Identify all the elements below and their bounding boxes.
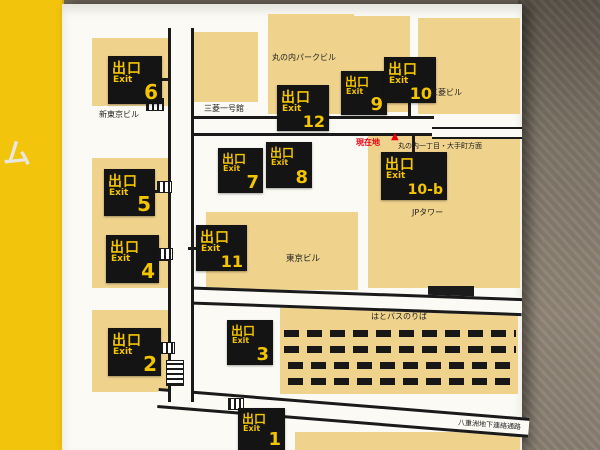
exit-number: 7 (246, 172, 259, 193)
exit-label-en: Exit (113, 347, 133, 357)
exit-label-jp: 出口 (281, 90, 311, 106)
building-label: 新東京ビル (99, 110, 139, 119)
exit-marker-6: 出口 Exit 6 (108, 56, 162, 104)
exit-label-en: Exit (111, 254, 131, 264)
exit-marker-8: 出口 Exit 8 (266, 142, 312, 188)
exit-label-jp: 出口 (231, 324, 256, 338)
exit-marker-11: 出口 Exit 11 (196, 225, 247, 271)
current-location-label: 現在地 (356, 138, 380, 147)
exit-label-jp: 出口 (112, 61, 142, 77)
exit-number: 10-b (407, 182, 443, 198)
exit-label-en: Exit (201, 244, 221, 254)
exit-marker-10: 出口 Exit 10 (384, 57, 436, 103)
wall-background (518, 0, 600, 450)
exit-marker-4: 出口 Exit 4 (106, 235, 159, 283)
exit-label-en: Exit (282, 104, 302, 114)
exit-label-en: Exit (346, 87, 364, 96)
exit-number: 4 (141, 259, 155, 283)
exit-label-jp: 出口 (242, 412, 267, 426)
exit-number: 12 (302, 112, 325, 131)
bus-bay-dashes (288, 378, 516, 385)
direction-note: 丸の内一丁目・大手町方面 (398, 142, 482, 150)
exit-label-jp: 出口 (222, 152, 247, 166)
exit-label-en: Exit (389, 76, 409, 86)
exit-marker-1: 出口 Exit 1 (238, 408, 285, 450)
building-label: 東京ビル (286, 254, 321, 264)
stairs-icon (228, 398, 244, 410)
bus-bay-dashes (288, 362, 516, 369)
exit-number: 9 (370, 94, 383, 115)
exit-number: 8 (295, 167, 308, 188)
exit-number: 10 (409, 84, 432, 103)
yellow-board-edge: ム (0, 0, 64, 450)
exit-marker-9: 出口 Exit 9 (341, 71, 387, 115)
exit-label-jp: 出口 (345, 75, 370, 89)
exit-marker-3: 出口 Exit 3 (227, 320, 273, 365)
exit-marker-2: 出口 Exit 2 (108, 328, 161, 376)
exit-label-en: Exit (386, 171, 406, 181)
exit-marker-5: 出口 Exit 5 (104, 169, 155, 216)
exit-number: 3 (256, 344, 269, 365)
bus-bay-dashes (284, 346, 516, 353)
exit-label-jp: 出口 (108, 174, 138, 190)
road (432, 127, 522, 139)
building-label: JPタワー (412, 208, 444, 217)
connector (188, 247, 197, 250)
building-label: 丸の内パークビル (272, 53, 336, 62)
stairs-icon (160, 342, 175, 354)
connector (408, 103, 411, 116)
connector (162, 78, 169, 81)
area-label: はとバスのりば (371, 312, 427, 321)
exit-marker-10b: 出口 Exit 10-b (381, 152, 447, 200)
exit-label-jp: 出口 (270, 146, 295, 160)
exit-label-en: Exit (232, 336, 250, 345)
exit-number: 11 (220, 252, 243, 271)
underground-corridor (168, 28, 194, 402)
exit-number: 5 (137, 192, 151, 216)
current-location-marker-icon: ▲ (391, 131, 399, 142)
stairs-icon (158, 248, 173, 260)
partial-sign-text: ム (3, 137, 32, 170)
exit-label-en: Exit (113, 75, 133, 85)
building-block (190, 32, 258, 102)
exit-label-jp: 出口 (200, 230, 230, 246)
exit-label-en: Exit (109, 188, 129, 198)
exit-number: 2 (143, 352, 157, 376)
stairs-icon (166, 360, 184, 386)
exit-label-en: Exit (223, 164, 241, 173)
connector (412, 133, 415, 152)
building-block (295, 432, 520, 450)
exit-marker-12: 出口 Exit 12 (277, 85, 329, 131)
exit-number: 6 (144, 80, 158, 104)
exit-label-en: Exit (243, 424, 261, 433)
exit-label-jp: 出口 (112, 333, 142, 349)
exit-label-en: Exit (271, 158, 289, 167)
wall-texture (518, 0, 600, 450)
building-label: 三菱一号館 (204, 104, 244, 113)
building-label: 三菱ビル (430, 88, 462, 97)
exit-label-jp: 出口 (388, 62, 418, 78)
exit-label-jp: 出口 (385, 157, 415, 173)
exit-label-jp: 出口 (110, 240, 140, 256)
bus-bay-dashes (284, 330, 516, 337)
stairs-icon (157, 181, 172, 193)
exit-marker-7: 出口 Exit 7 (218, 148, 263, 193)
exit-number: 1 (268, 429, 281, 450)
